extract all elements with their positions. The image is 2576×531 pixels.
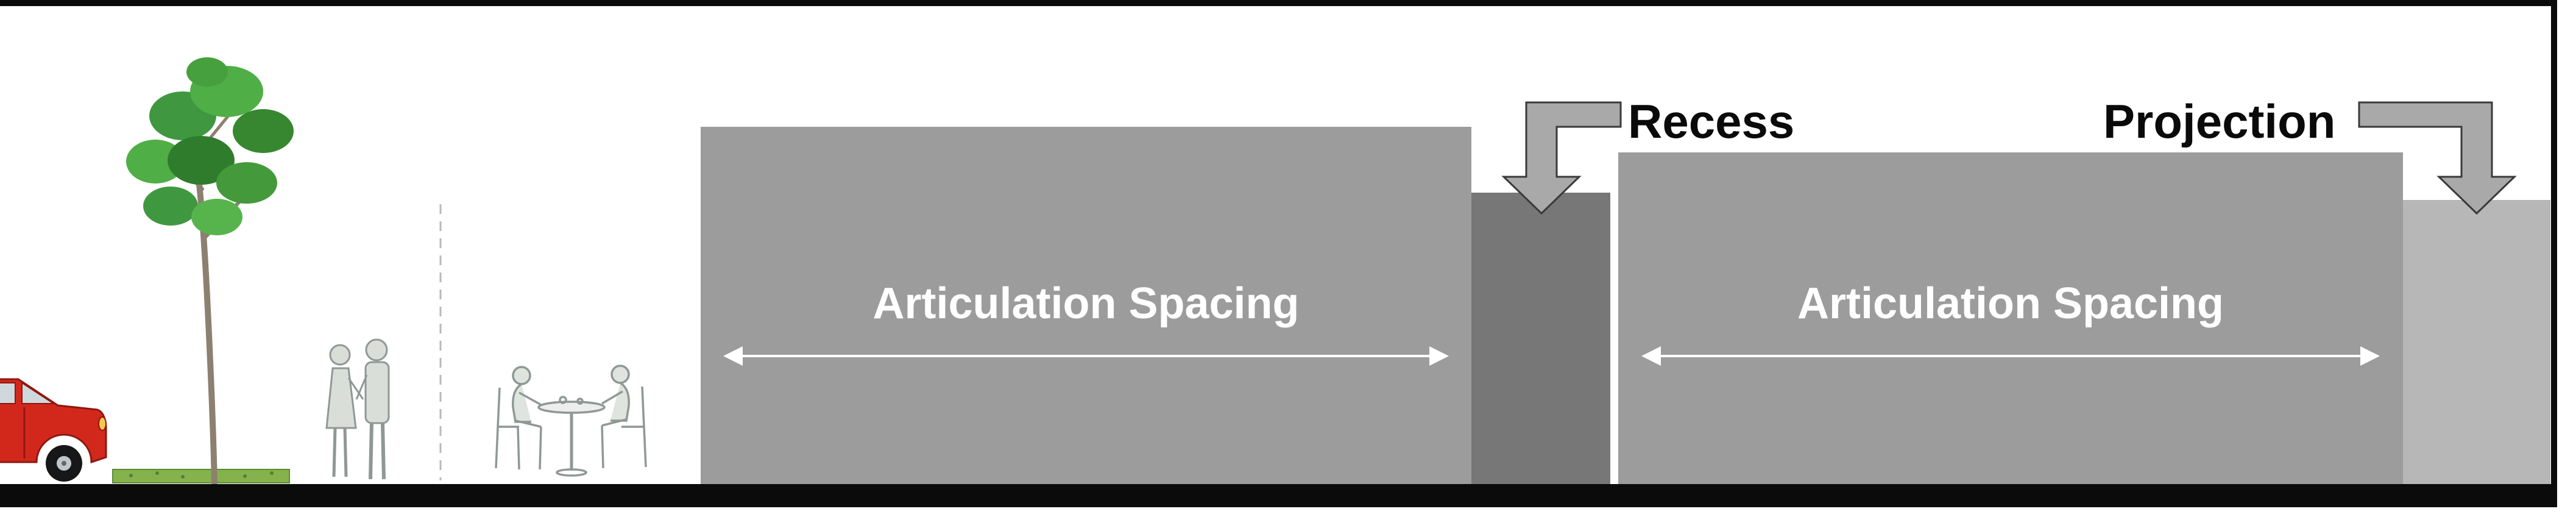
articulation-spacing-label-left: Articulation Spacing <box>872 279 1300 328</box>
cafe-seating-icon <box>495 365 647 477</box>
grass-strip-icon <box>112 469 290 483</box>
building-block-left <box>701 127 1471 484</box>
car-icon <box>0 378 107 482</box>
street-scene <box>0 57 647 484</box>
projection-block <box>2403 200 2550 484</box>
dimension-arrow-left <box>723 346 1449 366</box>
frame-top-border <box>0 0 2557 6</box>
dimension-arrow-right <box>1641 346 2380 366</box>
frame-right-border <box>2551 0 2557 504</box>
pedestrians-icon <box>325 338 390 480</box>
building-block-right <box>1618 152 2403 484</box>
projection-label: Projection <box>2103 94 2336 148</box>
recess-block <box>1471 193 1610 484</box>
articulation-spacing-label-right: Articulation Spacing <box>1797 279 2224 328</box>
ground-line <box>0 484 2557 507</box>
recess-label: Recess <box>1628 94 1795 148</box>
street-tree-icon <box>126 57 294 484</box>
